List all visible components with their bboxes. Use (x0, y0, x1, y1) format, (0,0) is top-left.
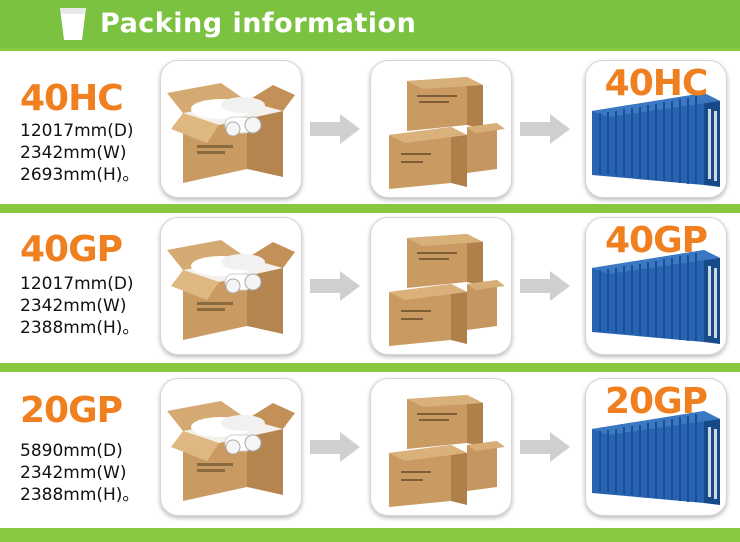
open-carton-image (160, 60, 302, 198)
arrow-right-icon (520, 432, 570, 462)
arrow-right-icon (520, 271, 570, 301)
packing-row-40gp: 40GP 12017mm(D) 2342mm(W) 2388mm(H)。 40G… (0, 215, 740, 365)
page-title: Packing information (100, 8, 417, 39)
packing-row-20gp: 20GP 5890mm(D) 2342mm(W) 2388mm(H)。 20GP (0, 374, 740, 524)
container-type-label: 40GP (20, 229, 123, 270)
container-label: 40GP (604, 220, 708, 261)
header-bar: Packing information (0, 0, 740, 48)
open-carton-image (160, 378, 302, 516)
arrow-right-icon (310, 271, 360, 301)
dimension-height: 2388mm(H)。 (20, 485, 140, 505)
arrow-right-icon (310, 114, 360, 144)
sealed-cartons-image (370, 60, 512, 198)
dimension-depth: 12017mm(D) (20, 274, 134, 294)
dimension-width: 2342mm(W) (20, 296, 127, 316)
sealed-cartons-image (370, 217, 512, 355)
container-type-label: 20GP (20, 390, 123, 431)
dimension-height: 2388mm(H)。 (20, 318, 140, 338)
arrow-right-icon (310, 432, 360, 462)
cup-icon (60, 8, 86, 40)
container-type-label: 40HC (20, 78, 124, 119)
container-label: 40HC (604, 63, 709, 104)
dimension-depth: 5890mm(D) (20, 441, 123, 461)
dimension-depth: 12017mm(D) (20, 121, 134, 141)
separator-line (0, 528, 740, 542)
dimension-width: 2342mm(W) (20, 463, 127, 483)
shipping-container-image: 40GP (585, 217, 727, 355)
packing-row-40hc: 40HC 12017mm(D) 2342mm(W) 2693mm(H)。 40H… (0, 54, 740, 204)
dimension-width: 2342mm(W) (20, 143, 127, 163)
shipping-container-image: 40HC (585, 60, 727, 198)
separator-line (0, 363, 740, 372)
open-carton-image (160, 217, 302, 355)
separator-line (0, 48, 740, 51)
sealed-cartons-image (370, 378, 512, 516)
container-label: 20GP (604, 381, 708, 422)
shipping-container-image: 20GP (585, 378, 727, 516)
arrow-right-icon (520, 114, 570, 144)
separator-line (0, 204, 740, 213)
dimension-height: 2693mm(H)。 (20, 165, 140, 185)
